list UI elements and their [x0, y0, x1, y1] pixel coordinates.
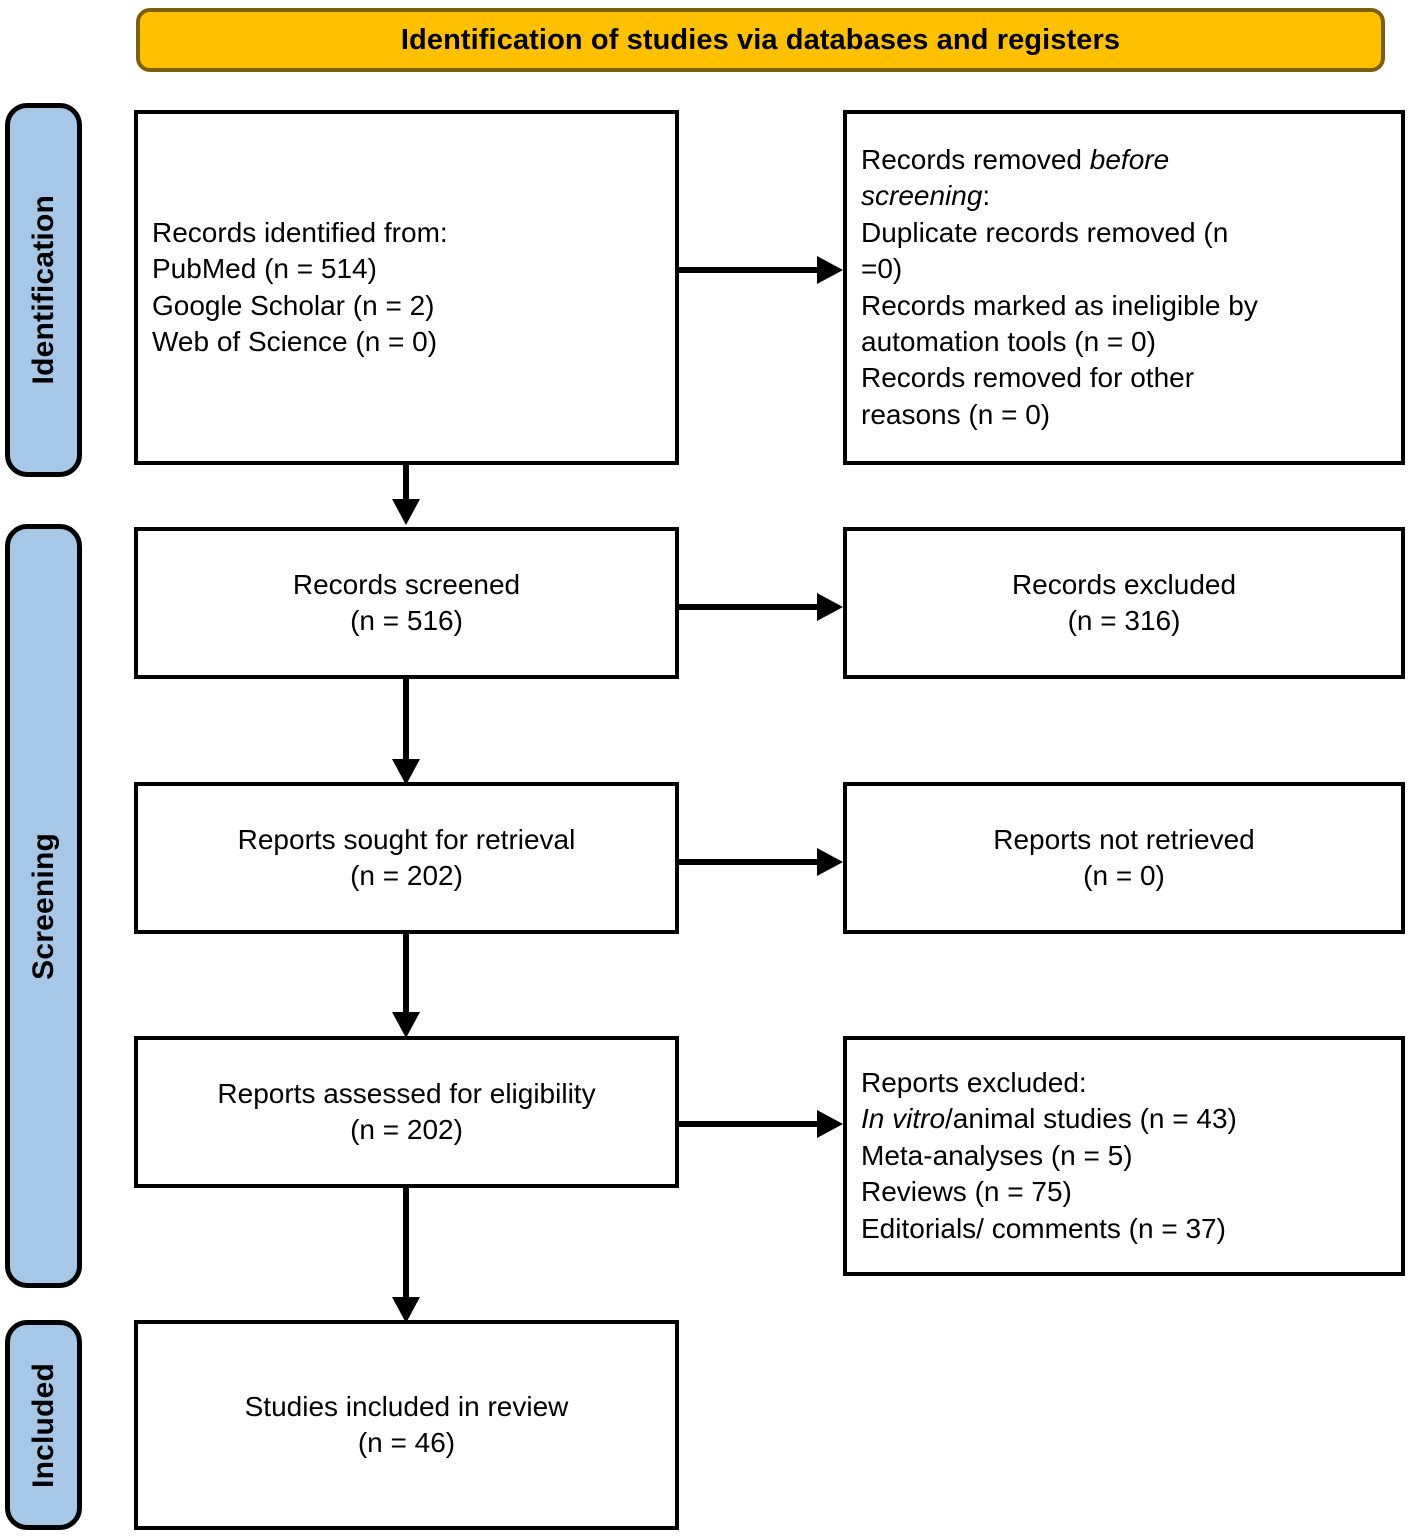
- arrow-head: [392, 1012, 420, 1038]
- records-removed-italic-b: screening: [861, 180, 983, 212]
- reports-excluded-heading: Reports excluded:: [861, 1067, 1087, 1099]
- box-studies-included-text: Studies included in review (n = 46): [138, 1389, 675, 1462]
- arrow-shaft: [679, 267, 817, 273]
- reports-not-retrieved-line-0: Reports not retrieved: [993, 823, 1255, 855]
- stage-label-screening: Screening: [5, 524, 82, 1288]
- records-removed-line-3: =0): [861, 253, 903, 285]
- arrow-shaft: [403, 1188, 409, 1297]
- stage-label-identification: Identification: [5, 103, 82, 477]
- arrow-shaft: [403, 679, 409, 759]
- box-reports-not-retrieved-text: Reports not retrieved (n = 0): [847, 822, 1401, 895]
- reports-sought-line-1: (n = 202): [350, 860, 463, 891]
- box-records-screened-text: Records screened (n = 516): [138, 567, 675, 640]
- arrow-head: [817, 593, 843, 621]
- records-removed-italic-a: before: [1089, 143, 1170, 175]
- reports-not-retrieved-line-1: (n = 0): [1083, 860, 1165, 891]
- arrow-shaft: [403, 465, 409, 499]
- box-records-screened: Records screened (n = 516): [134, 527, 679, 679]
- studies-included-line-0: Studies included in review: [244, 1390, 569, 1422]
- arrow-shaft: [679, 1121, 817, 1127]
- records-removed-line-6: Records removed for other: [861, 362, 1195, 394]
- records-identified-line-2: Google Scholar (n = 2): [152, 289, 435, 321]
- reports-assessed-line-0: Reports assessed for eligibility: [217, 1077, 596, 1109]
- stage-label-screening-text: Screening: [26, 832, 60, 980]
- box-reports-assessed: Reports assessed for eligibility (n = 20…: [134, 1036, 679, 1188]
- reports-assessed-line-1: (n = 202): [350, 1114, 463, 1145]
- records-excluded-line-0: Records excluded: [1011, 568, 1237, 600]
- box-reports-excluded-text: Reports excluded: In vitro/animal studie…: [847, 1065, 1401, 1247]
- records-identified-line-1: PubMed (n = 514): [152, 253, 377, 285]
- box-reports-excluded: Reports excluded: In vitro/animal studie…: [843, 1036, 1405, 1276]
- reports-excluded-line-2: Meta-analyses (n = 5): [861, 1139, 1133, 1171]
- reports-excluded-plain: /animal studies (n = 43): [945, 1103, 1237, 1135]
- box-records-excluded-text: Records excluded (n = 316): [847, 567, 1401, 640]
- records-removed-line-5: automation tools (n = 0): [861, 325, 1156, 357]
- arrow-head: [817, 256, 843, 284]
- stage-label-included: Included: [5, 1320, 82, 1530]
- box-records-excluded: Records excluded (n = 316): [843, 527, 1405, 679]
- records-removed-line-2: Duplicate records removed (n: [861, 216, 1229, 248]
- records-identified-line-0: Records identified from:: [152, 216, 448, 248]
- records-removed-line-1: screening:: [861, 178, 1387, 214]
- diagram-header-banner: Identification of studies via databases …: [136, 8, 1385, 72]
- records-removed-plain-a: Records removed: [861, 143, 1090, 175]
- records-screened-line-1: (n = 516): [350, 605, 463, 636]
- arrow-shaft: [679, 604, 817, 610]
- arrow-shaft: [403, 934, 409, 1012]
- reports-sought-line-0: Reports sought for retrieval: [237, 823, 576, 855]
- reports-excluded-line-4: Editorials/ comments (n = 37): [861, 1212, 1226, 1244]
- box-records-identified: Records identified from: PubMed (n = 514…: [134, 110, 679, 465]
- reports-excluded-line-1: In vitro/animal studies (n = 43): [861, 1101, 1387, 1137]
- studies-included-line-1: (n = 46): [357, 1427, 456, 1458]
- arrow-head: [817, 848, 843, 876]
- box-studies-included: Studies included in review (n = 46): [134, 1320, 679, 1530]
- reports-excluded-italic: In vitro: [861, 1103, 946, 1135]
- reports-excluded-line-3: Reviews (n = 75): [861, 1176, 1072, 1208]
- box-reports-sought: Reports sought for retrieval (n = 202): [134, 782, 679, 934]
- box-reports-assessed-text: Reports assessed for eligibility (n = 20…: [138, 1076, 675, 1149]
- box-records-identified-text: Records identified from: PubMed (n = 514…: [138, 215, 675, 361]
- stage-label-identification-text: Identification: [26, 195, 60, 385]
- box-reports-sought-text: Reports sought for retrieval (n = 202): [138, 822, 675, 895]
- diagram-title: Identification of studies via databases …: [400, 23, 1121, 56]
- records-identified-line-3: Web of Science (n = 0): [152, 325, 438, 357]
- arrow-head: [392, 499, 420, 525]
- records-removed-line-4: Records marked as ineligible by: [861, 289, 1258, 321]
- box-reports-not-retrieved: Reports not retrieved (n = 0): [843, 782, 1405, 934]
- records-excluded-line-1: (n = 316): [1067, 605, 1181, 636]
- box-records-removed-text: Records removed before screening: Duplic…: [847, 142, 1401, 433]
- arrow-head: [392, 759, 420, 785]
- records-screened-line-0: Records screened: [292, 568, 521, 600]
- arrow-shaft: [679, 859, 817, 865]
- stage-label-included-text: Included: [26, 1362, 60, 1488]
- arrow-head: [392, 1297, 420, 1323]
- records-removed-line-0: Records removed before: [861, 142, 1387, 178]
- arrow-head: [817, 1110, 843, 1138]
- records-removed-plain-b: :: [982, 180, 991, 212]
- box-records-removed: Records removed before screening: Duplic…: [843, 110, 1405, 465]
- records-removed-line-7: reasons (n = 0): [861, 398, 1051, 430]
